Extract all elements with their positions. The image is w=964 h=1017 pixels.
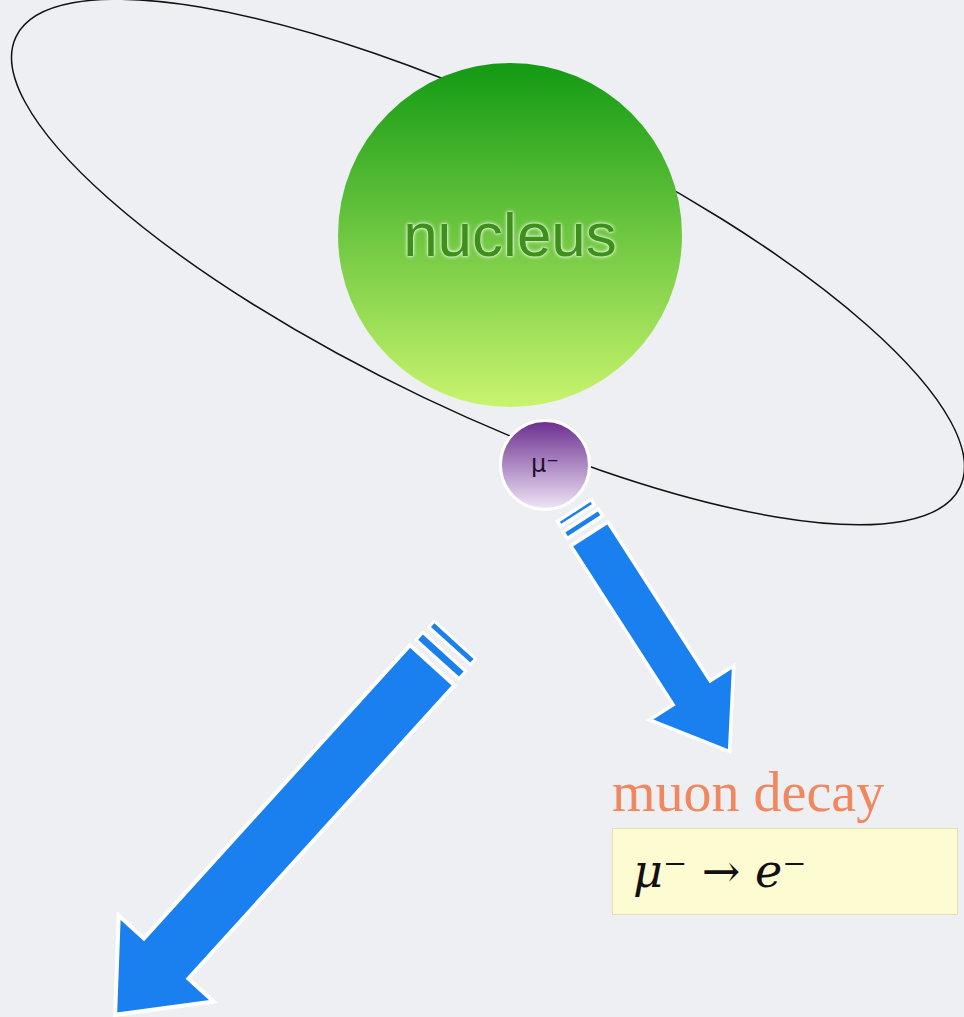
node-label: μ⁻: [531, 451, 559, 479]
arrow-part: [571, 522, 734, 752]
decay-box: muon decay μ⁻ → e⁻: [612, 760, 958, 915]
orbit-ellipse: [0, 0, 964, 623]
nucleus-circle: nucleus: [338, 63, 682, 407]
block-arrow: [557, 500, 733, 752]
heading-label: muon decay: [612, 760, 958, 824]
muon-circle: μ⁻: [499, 419, 591, 511]
formula-text: μ⁻ → e⁻: [633, 845, 937, 898]
capture-arrow: [68, 597, 503, 1017]
block-arrow: [68, 622, 480, 1017]
circle-fill: [338, 63, 682, 407]
circle-fill: [501, 421, 590, 510]
node-label: nucleus: [403, 199, 617, 270]
formula-box: μ⁻ → e⁻: [612, 828, 958, 915]
